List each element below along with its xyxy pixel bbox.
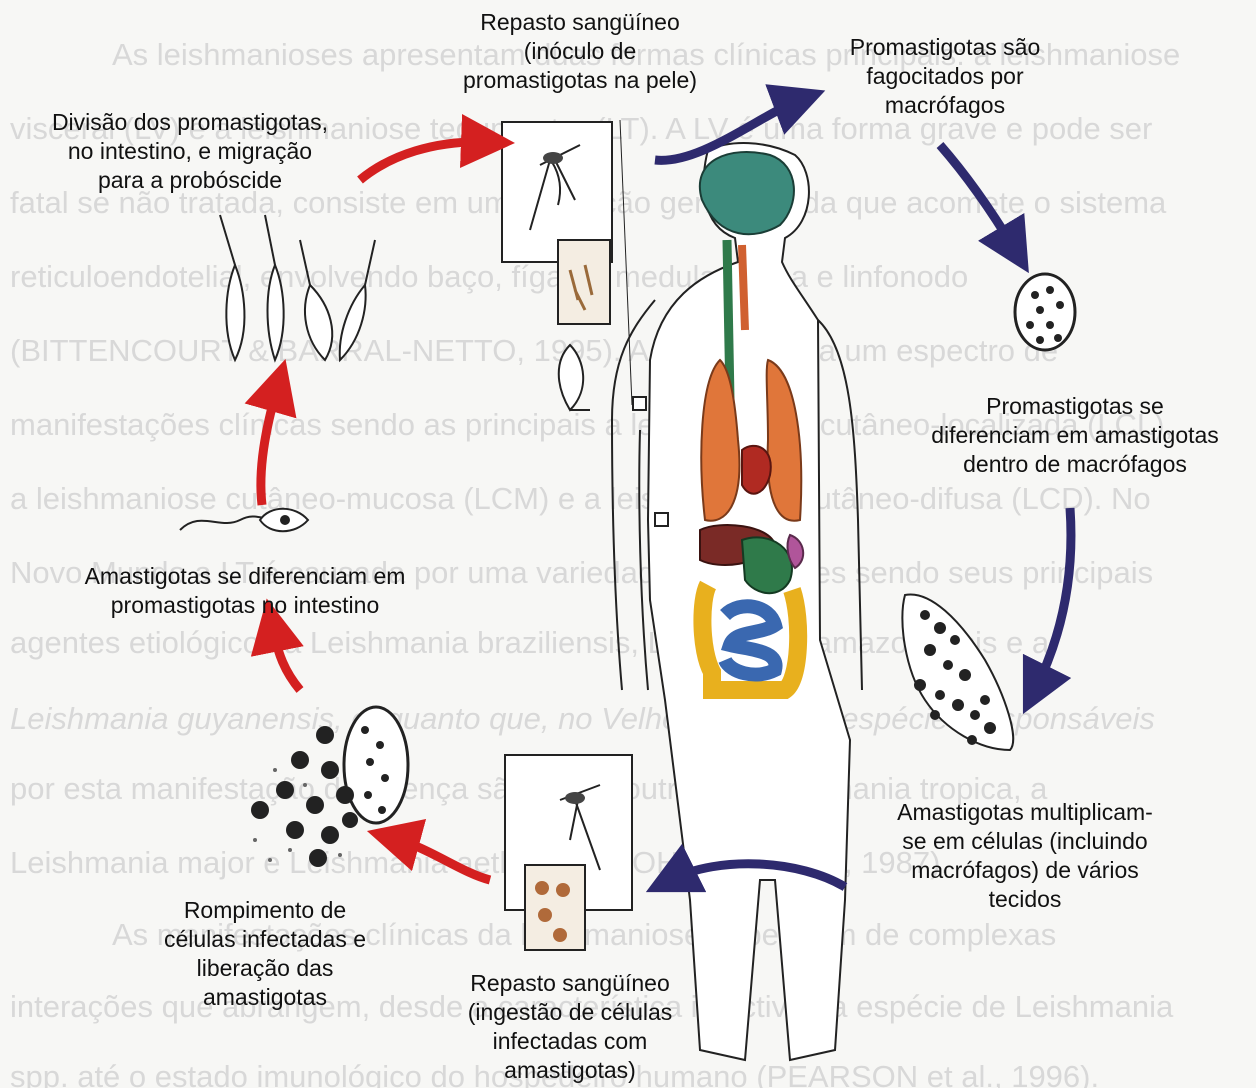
arrow-ingestao-to-rompimento xyxy=(393,838,490,880)
arrow-divisao-to-repasto xyxy=(360,142,488,180)
label-promastigotas-diferenciam: Promastigotas se diferenciam em amastigo… xyxy=(895,392,1255,479)
arm-right xyxy=(818,320,862,690)
macrophage-infected xyxy=(1015,274,1075,350)
label-repasto-ingestao: Repasto sangüíneo (ingestão de células i… xyxy=(430,969,710,1085)
sandfly-ingestion-panel xyxy=(505,755,632,950)
label-amastigotas-multiplicam: Amastigotas multiplicam- se em células (… xyxy=(860,798,1190,914)
tissue-marker-chest xyxy=(633,397,646,410)
tissue-marker-arm xyxy=(655,513,668,526)
tissue-amastigotas xyxy=(902,594,1013,750)
arrow-rompimento-to-amastigotas xyxy=(272,625,300,690)
arrow-fagocitados-to-macrofago xyxy=(940,145,1015,250)
label-repasto-inoculo: Repasto sangüíneo (inóculo de promastigo… xyxy=(430,8,730,95)
label-rompimento: Rompimento de células infectadas e liber… xyxy=(120,896,410,1012)
human-body-illustration xyxy=(612,143,862,1060)
promastigota-flagelado xyxy=(180,509,308,532)
trachea xyxy=(742,245,745,330)
arrow-amastigotas-to-divisao xyxy=(261,385,278,505)
label-divisao-promastigotas: Divisão dos promastigotas, no intestino,… xyxy=(20,108,360,195)
label-promastigotas-fagocitados: Promastigotas são fagocitados por macróf… xyxy=(810,33,1080,120)
ruptured-cells xyxy=(251,707,408,867)
label-amastigotas-diferenciam: Amastigotas se diferenciam em promastigo… xyxy=(40,562,450,620)
skin-sample-inset xyxy=(558,240,610,324)
arm-left-inner xyxy=(639,430,648,690)
arrow-diferenciam-to-multiplicam xyxy=(1035,508,1071,690)
